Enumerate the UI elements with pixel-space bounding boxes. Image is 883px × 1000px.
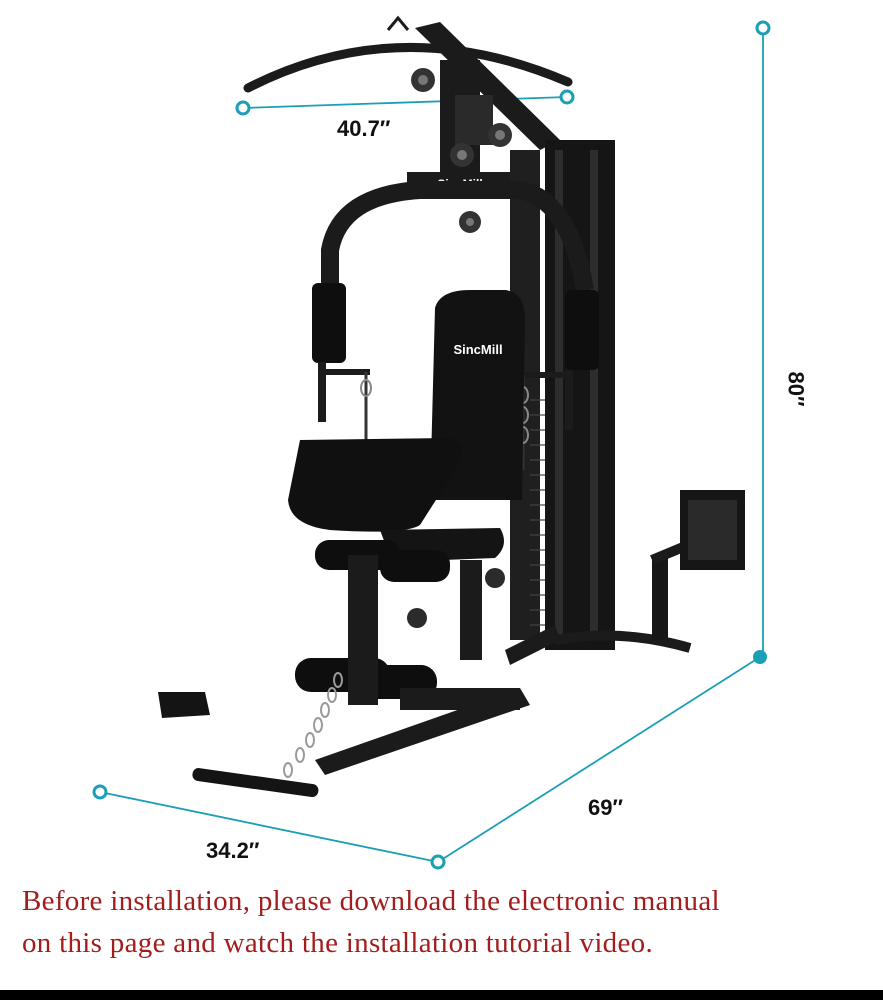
dimension-width-base: 34.2″ <box>206 838 260 863</box>
lower-frame <box>315 555 560 775</box>
chain <box>283 672 343 778</box>
installation-notice-line1: Before installation, please download the… <box>22 885 720 917</box>
dimension-markers <box>92 20 771 870</box>
left-arm-pad <box>312 283 346 363</box>
bottom-bar <box>0 990 883 1000</box>
ankle-strap <box>158 692 210 718</box>
weight-plates <box>530 399 545 626</box>
dimension-depth: 69″ <box>588 795 624 820</box>
right-arm-pad <box>565 290 599 370</box>
upper-frame <box>411 22 560 233</box>
dimension-marker-filled <box>753 650 767 664</box>
backrest-logo: SincMill <box>453 342 502 357</box>
dimension-width-top: 40.7″ <box>337 116 391 141</box>
installation-notice-line2: on this page and watch the installation … <box>22 927 653 959</box>
product-image: SincMill SincM <box>92 15 771 870</box>
straight-bar-handle <box>192 768 319 798</box>
home-gym-illustration: SincMill SincM <box>92 15 771 870</box>
preacher-pad <box>288 438 462 532</box>
press-arms <box>321 181 594 292</box>
foot-plate <box>650 490 745 640</box>
dimension-height: 80″ <box>783 371 809 407</box>
base-rail <box>554 630 692 653</box>
lat-bar <box>243 42 573 93</box>
installation-notice: Before installation, please download the… <box>22 880 872 964</box>
